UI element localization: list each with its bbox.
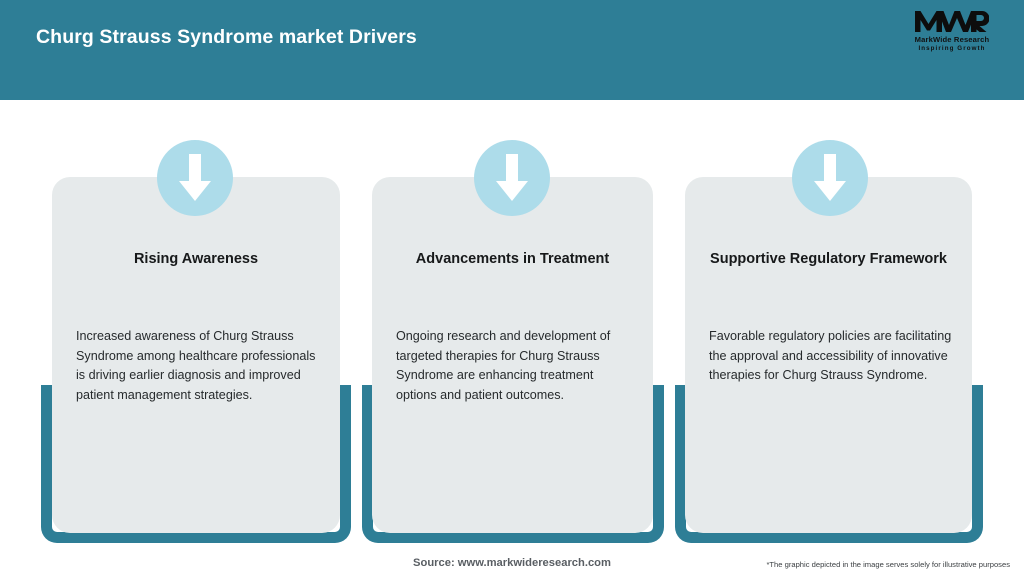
source-label: Source: www.markwideresearch.com <box>413 557 611 569</box>
card-body-text: Ongoing research and development of targ… <box>396 329 611 402</box>
markwide-research-logo: MarkWide Research Inspiring Growth <box>898 8 1006 58</box>
disclaimer-note: *The graphic depicted in the image serve… <box>766 560 1010 569</box>
card-title: Supportive Regulatory Framework <box>710 251 947 267</box>
card-title: Advancements in Treatment <box>415 251 610 267</box>
logo-tagline: Inspiring Growth <box>918 45 986 52</box>
page-title: Churg Strauss Syndrome market Drivers <box>36 26 417 48</box>
down-arrow-icon <box>474 140 550 216</box>
card-body-text: Increased awareness of Churg Strauss Syn… <box>76 329 316 402</box>
card-frame-1 <box>41 385 351 543</box>
down-arrow-icon <box>157 140 233 216</box>
driver-card-advancements-in-treatment[interactable]: Advancements in Treatment Ongoing resear… <box>372 177 653 533</box>
card-frame-3 <box>675 385 983 543</box>
driver-card-rising-awareness[interactable]: Rising Awareness Increased awareness of … <box>52 177 340 533</box>
header-bar: Churg Strauss Syndrome market Drivers Ma… <box>0 0 1024 100</box>
logo-company-name: MarkWide Research <box>914 35 990 44</box>
driver-card-supportive-regulatory-framework[interactable]: Supportive Regulatory Framework Favorabl… <box>685 177 972 533</box>
card-title: Rising Awareness <box>133 251 259 267</box>
down-arrow-icon <box>792 140 868 216</box>
card-frame-2 <box>362 385 664 543</box>
card-body-text: Favorable regulatory policies are facili… <box>709 329 952 383</box>
mwr-monogram-icon <box>898 8 1006 34</box>
